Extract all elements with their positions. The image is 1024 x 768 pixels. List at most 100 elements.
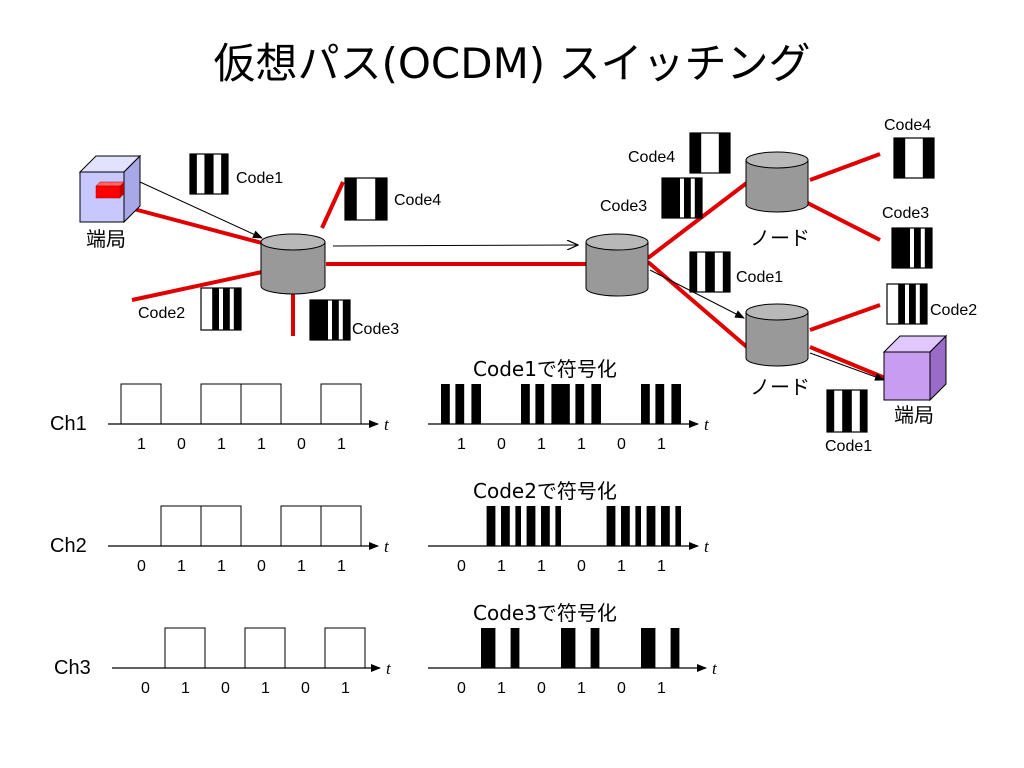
bit-pulse xyxy=(164,627,206,669)
bit-pulse xyxy=(160,505,202,547)
code-labels: Code1 Code4 Code2 Code3 Code4 Code3 Code… xyxy=(138,117,977,455)
bit-pulse xyxy=(280,505,322,547)
node-1-cylinder xyxy=(260,233,326,295)
bit-label: 1 xyxy=(181,680,190,697)
code-chip xyxy=(661,506,670,546)
bit-label: 1 xyxy=(657,558,666,575)
code3-label-left: Code3 xyxy=(352,321,399,338)
node-label-lower: ノード xyxy=(750,375,810,399)
terminal-left xyxy=(78,154,142,224)
time-axis-label: t xyxy=(384,537,390,556)
code-chip xyxy=(515,506,521,546)
channel-label: Ch2 xyxy=(50,535,87,557)
code-chip xyxy=(561,384,570,424)
code-chip xyxy=(510,628,520,668)
bit-label: 1 xyxy=(657,436,666,453)
code-chip xyxy=(521,384,530,424)
code-chip xyxy=(591,384,601,424)
bit-label: 1 xyxy=(657,680,666,697)
code-chip xyxy=(590,628,600,668)
bit-label: 0 xyxy=(221,680,230,697)
code1-box-mid xyxy=(689,251,731,293)
slide-title: 仮想パス(OCDM) スイッチング xyxy=(213,39,811,88)
bit-label: 1 xyxy=(341,680,350,697)
link-node4-to-terminal xyxy=(809,345,886,380)
code2-label-left: Code2 xyxy=(138,305,185,322)
path-arrows xyxy=(139,181,885,381)
code4-label-left: Code4 xyxy=(394,192,441,209)
terminal-right xyxy=(882,334,948,402)
bit-label: 1 xyxy=(577,436,586,453)
code3-box-right xyxy=(891,227,933,269)
bit-label: 0 xyxy=(457,558,466,575)
code4-box-mid xyxy=(689,132,731,174)
bit-label: 1 xyxy=(337,558,346,575)
bit-pulse xyxy=(324,627,366,669)
code3-label-right: Code3 xyxy=(882,205,929,222)
bit-pulse xyxy=(240,383,282,425)
link-code4-branch xyxy=(320,181,345,229)
code-chip xyxy=(561,628,576,668)
bit-label: 0 xyxy=(137,558,146,575)
channel-label: Ch3 xyxy=(54,657,91,679)
bit-label: 1 xyxy=(457,436,466,453)
arrow-node4-to-terminal xyxy=(809,352,885,381)
bit-label: 0 xyxy=(617,436,626,453)
bit-label: 1 xyxy=(497,558,506,575)
bit-label: 1 xyxy=(217,558,226,575)
bit-label: 1 xyxy=(177,558,186,575)
node-2-cylinder xyxy=(585,233,649,297)
bit-label: 1 xyxy=(297,558,306,575)
arrow-terminal-to-node1 xyxy=(139,181,263,239)
link-node2-to-node3 xyxy=(646,180,750,260)
link-node2-to-node4 xyxy=(646,260,750,350)
channel-label: Ch1 xyxy=(50,413,87,435)
code-chip xyxy=(575,384,585,424)
code4-box-left xyxy=(344,177,388,221)
terminal-left-label: 端局 xyxy=(86,227,126,251)
code3-box-left xyxy=(309,299,351,341)
code2-box-right xyxy=(886,283,928,325)
bit-label: 1 xyxy=(261,680,270,697)
bit-label: 0 xyxy=(301,680,310,697)
bit-label: 1 xyxy=(337,436,346,453)
code-chip xyxy=(541,506,550,546)
bit-label: 1 xyxy=(537,436,546,453)
arrow-node2-to-node4 xyxy=(649,269,745,319)
code4-box-right xyxy=(893,137,935,179)
code-chip xyxy=(670,628,680,668)
code-chip xyxy=(635,506,641,546)
code-chip xyxy=(606,506,616,546)
bit-label: 1 xyxy=(257,436,266,453)
code1-label-right: Code1 xyxy=(825,438,872,455)
code-chip xyxy=(526,506,536,546)
code-chip xyxy=(441,384,450,424)
code-chip xyxy=(655,384,665,424)
time-axis-label: t xyxy=(386,659,392,678)
code-chip xyxy=(641,628,656,668)
code-chip xyxy=(486,506,496,546)
code4-label-mid: Code4 xyxy=(628,149,675,166)
terminal-right-label: 端局 xyxy=(894,403,934,427)
code-chip xyxy=(555,506,561,546)
code-chip xyxy=(455,384,465,424)
bit-label: 0 xyxy=(577,558,586,575)
code-chip xyxy=(471,384,481,424)
code1-box-top-left xyxy=(189,153,229,195)
bit-pulse xyxy=(320,505,362,547)
code3-label-mid: Code3 xyxy=(600,198,647,215)
bit-pulse xyxy=(200,383,242,425)
encoding-caption: Code3で符号化 xyxy=(473,601,617,625)
bit-label: 0 xyxy=(177,436,186,453)
node-3-cylinder xyxy=(745,151,809,213)
bit-label: 1 xyxy=(497,680,506,697)
code-chip xyxy=(646,506,656,546)
time-axis-label: t xyxy=(712,659,718,678)
encoding-caption: Code1で符号化 xyxy=(473,357,617,381)
nodes xyxy=(260,151,809,367)
